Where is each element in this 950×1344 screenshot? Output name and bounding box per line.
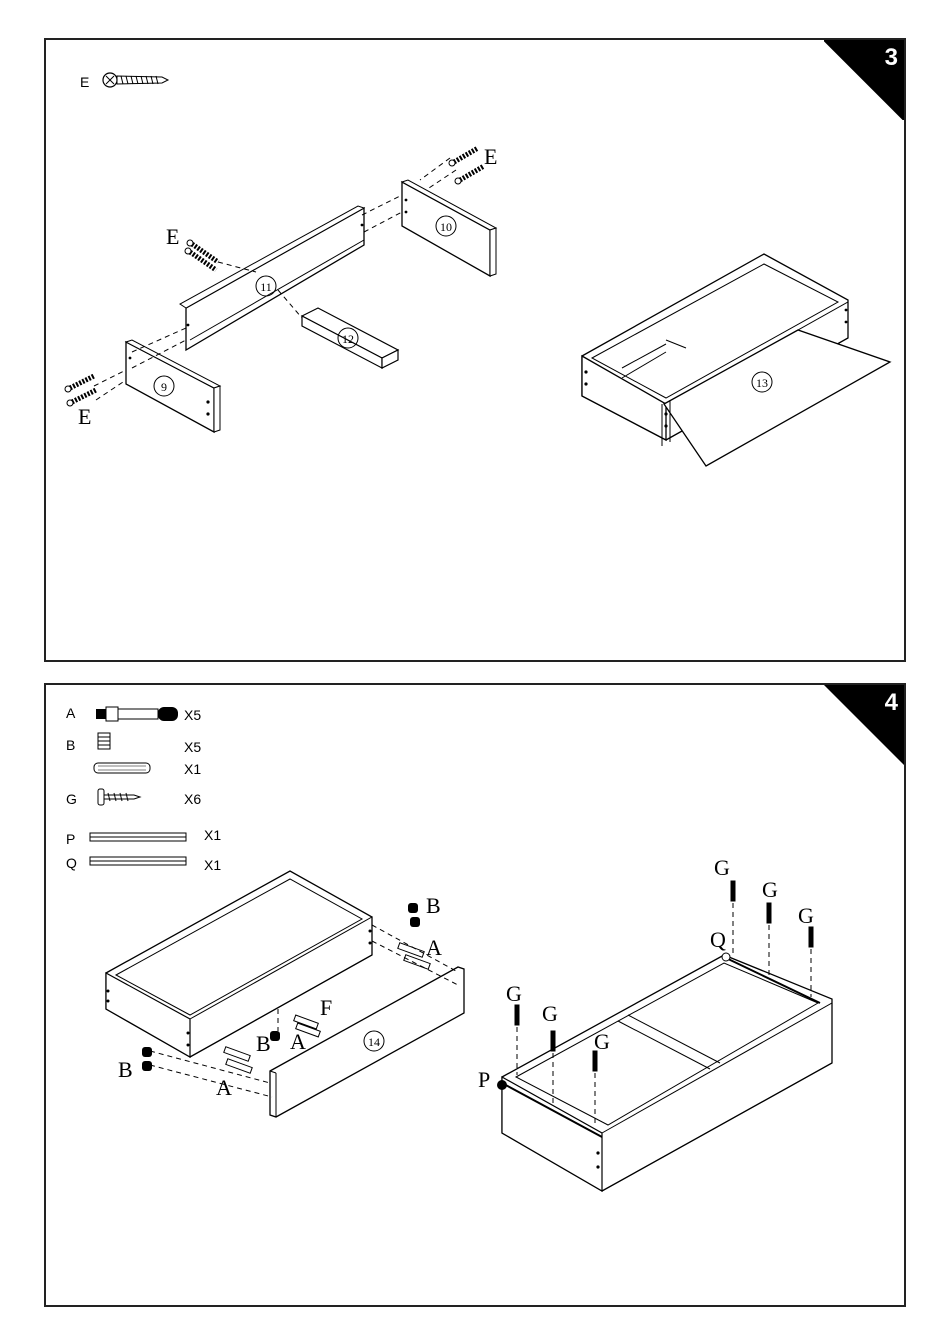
drawer-box (106, 871, 372, 1057)
screw-e-icon (65, 376, 96, 406)
screw-e-icon (185, 240, 218, 270)
step-3-panel: 3 E (44, 38, 906, 662)
wood-dowel-icon (94, 763, 150, 773)
label-b-center: B (256, 1031, 271, 1056)
panel-9 (126, 340, 220, 432)
screw-g-icon (98, 789, 140, 805)
part-number-12: 12 (342, 332, 354, 346)
label-e-left: E (166, 224, 179, 249)
step-3-illustration: 10 11 12 9 13 E E E (46, 40, 904, 660)
cam-bolt-a-icon (96, 707, 178, 721)
part-number-13: 13 (756, 376, 768, 390)
screw-e-legend-icon (103, 73, 168, 87)
cam-lock-b-right (408, 903, 420, 927)
label-f-center: F (320, 995, 332, 1020)
label-p: P (478, 1067, 490, 1092)
label-a-center: A (290, 1029, 306, 1054)
step-4-panel: 4 A B G P Q X5 X5 X1 X6 X1 X1 (44, 683, 906, 1307)
label-g-1: G (714, 855, 730, 880)
label-a-right: A (426, 935, 442, 960)
label-g-4: G (506, 981, 522, 1006)
label-g-3: G (798, 903, 814, 928)
label-e-bottom-left: E (78, 404, 91, 429)
drawer-assembly-13 (582, 254, 890, 466)
screw-e-icon (449, 148, 484, 184)
cam-lock-b-left (142, 1047, 152, 1071)
label-b-left: B (118, 1057, 133, 1082)
label-e-top-right: E (484, 144, 497, 169)
label-a-left: A (216, 1075, 232, 1100)
cam-lock-b-icon (98, 733, 110, 749)
part-number-11: 11 (260, 280, 272, 294)
cam-lock-b-center (270, 1031, 280, 1041)
part-number-9: 9 (161, 380, 167, 394)
drawer-slide-p-icon (90, 833, 186, 841)
label-g-2: G (762, 877, 778, 902)
drawer-slide-q-icon (90, 857, 186, 865)
part-number-10: 10 (440, 220, 452, 234)
cam-bolt-a-left (224, 1047, 252, 1074)
label-g-5: G (542, 1001, 558, 1026)
label-g-6: G (594, 1029, 610, 1054)
step-4-illustration: 14 B A F B A B A G G G G G G Q P (46, 685, 904, 1305)
label-b-right: B (426, 893, 441, 918)
part-number-14: 14 (368, 1035, 380, 1049)
drawer-with-slides (497, 953, 832, 1191)
label-q: Q (710, 927, 726, 952)
